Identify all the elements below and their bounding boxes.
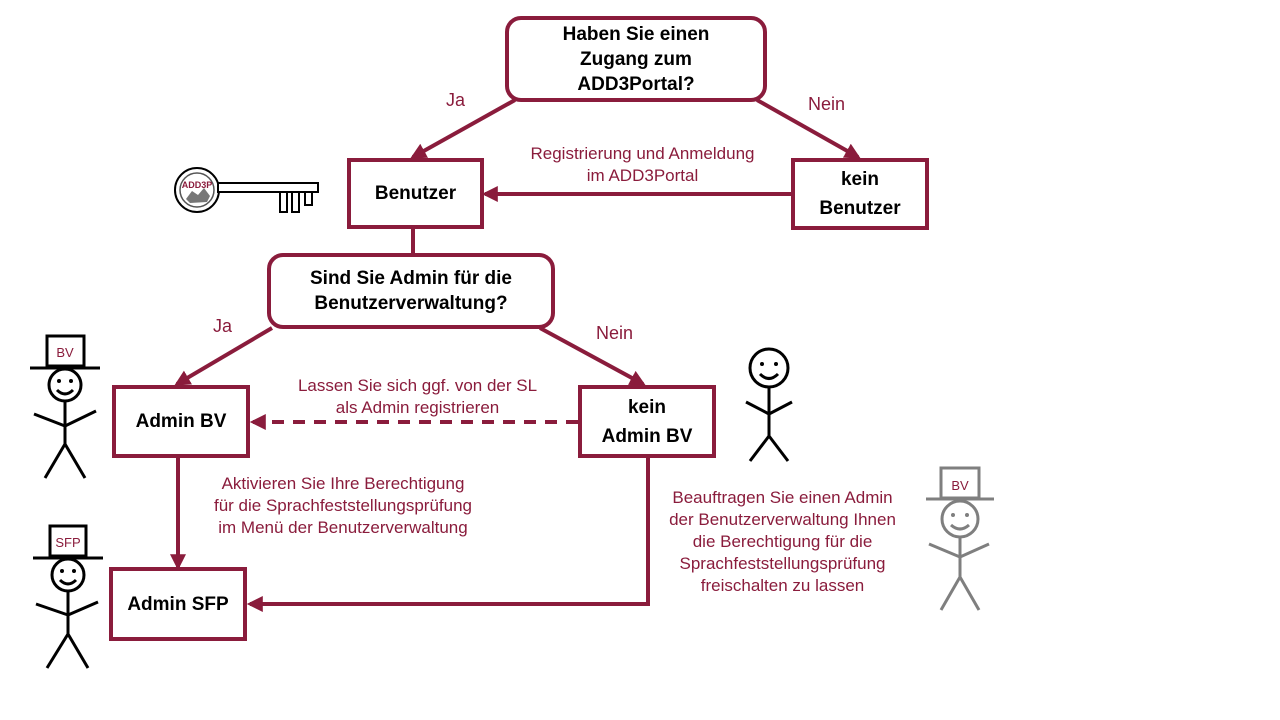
label-commission-line2: der Benutzerverwaltung Ihnen: [669, 510, 896, 529]
label-register-admin: Lassen Sie sich ggf. von der SL als Admi…: [265, 375, 570, 419]
node-kein-admin-bv: kein Admin BV: [578, 385, 716, 458]
node-question-admin: Sind Sie Admin für die Benutzerverwaltun…: [267, 253, 555, 329]
node-admin-bv: Admin BV: [112, 385, 250, 458]
node-question-access-line1: Haben Sie einen: [562, 23, 710, 45]
arrow-ja-admin-bv: [174, 326, 274, 386]
arrow-ja-benutzer: [410, 98, 516, 159]
label-ja-2: Ja: [213, 316, 233, 336]
label-ja-1: Ja: [446, 90, 466, 110]
node-benutzer: Benutzer: [347, 158, 484, 229]
label-registration-line2: im ADD3Portal: [586, 166, 699, 185]
label-commission-line5: freischalten zu lassen: [700, 576, 865, 595]
node-question-admin-line2: Benutzerverwaltung?: [314, 293, 508, 314]
arrow-nein-kein-benutzer: [756, 98, 861, 159]
node-kein-admin-bv-line2: Admin BV: [601, 425, 693, 447]
node-admin-sfp: Admin SFP: [109, 567, 247, 641]
node-admin-bv-label: Admin BV: [135, 411, 227, 432]
label-activate-line2: für die Sprachfeststellungsprüfung: [214, 496, 472, 515]
node-question-access: Haben Sie einen Zugang zum ADD3Portal?: [505, 16, 767, 102]
label-registration: Registrierung und Anmeldung im ADD3Porta…: [500, 143, 785, 187]
label-commission-line4: Sprachfeststellungsprüfung: [679, 554, 886, 573]
node-question-admin-line1: Sind Sie Admin für die: [310, 268, 512, 289]
node-kein-benutzer-line1: kein: [840, 169, 880, 190]
label-registration-line1: Registrierung und Anmeldung: [530, 144, 755, 163]
label-commission-line3: die Berechtigung für die: [692, 532, 873, 551]
arrow-nein-kein-admin-bv: [539, 326, 646, 386]
node-kein-admin-bv-line1: kein: [627, 396, 667, 418]
node-admin-sfp-label: Admin SFP: [127, 593, 229, 615]
label-activate-line3: im Menü der Benutzerverwaltung: [218, 518, 468, 537]
label-register-admin-line1: Lassen Sie sich ggf. von der SL: [297, 376, 538, 395]
node-question-access-line3: ADD3Portal?: [577, 73, 695, 95]
arrow-kein-admin-bv-admin-sfp: [246, 458, 650, 612]
node-benutzer-label: Benutzer: [374, 183, 457, 204]
label-activate: Aktivieren Sie Ihre Berechtigung für die…: [188, 473, 498, 539]
label-nein-2: Nein: [596, 323, 634, 343]
label-activate-line1: Aktivieren Sie Ihre Berechtigung: [221, 474, 465, 493]
node-kein-benutzer: kein Benutzer: [791, 158, 929, 230]
node-kein-benutzer-line2: Benutzer: [819, 198, 901, 219]
label-commission: Beauftragen Sie einen Admin der Benutzer…: [650, 487, 915, 597]
label-commission-line1: Beauftragen Sie einen Admin: [672, 488, 893, 507]
node-question-access-line2: Zugang zum: [580, 48, 692, 70]
label-nein-1: Nein: [808, 94, 846, 114]
label-register-admin-line2: als Admin registrieren: [335, 398, 500, 417]
